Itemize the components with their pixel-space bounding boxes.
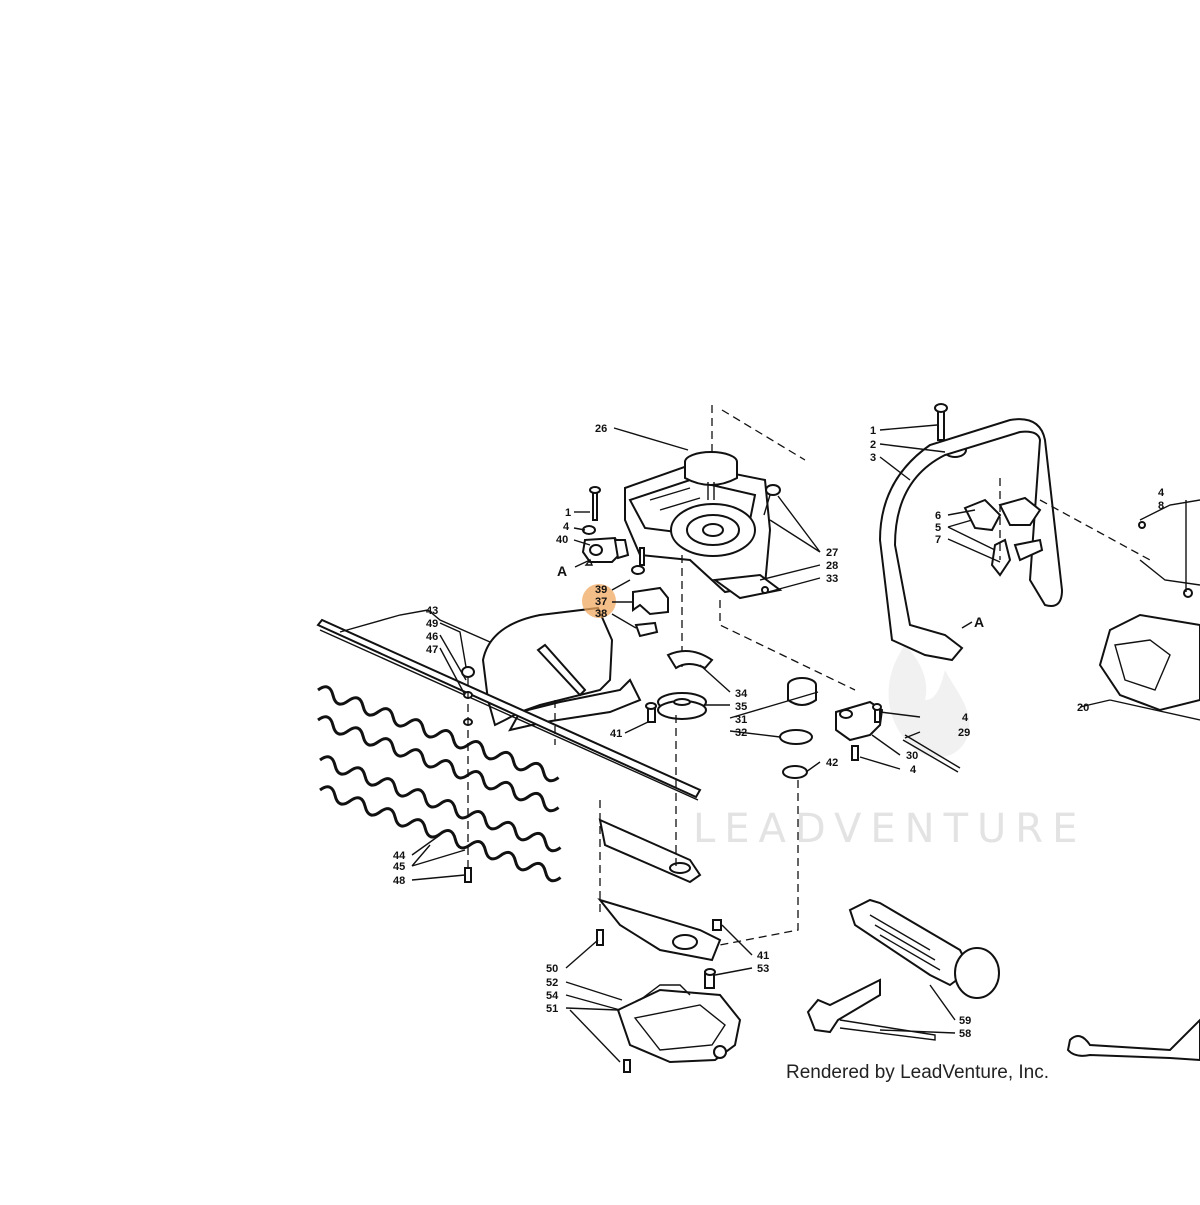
callout-34[interactable]: 34 [735, 688, 748, 700]
callout-labels: 26 1 4 40 A 39 37 38 27 28 33 43 49 46 4… [393, 423, 1165, 1040]
callout-41[interactable]: 41 [610, 728, 622, 740]
callout-48[interactable]: 48 [393, 875, 405, 887]
callout-20[interactable]: 20 [1077, 702, 1089, 714]
lower-gear-cover [596, 919, 742, 1073]
callout-52[interactable]: 52 [546, 977, 558, 989]
flame-logo-watermark [888, 645, 970, 758]
front-handle [878, 403, 1151, 662]
callout-30[interactable]: 30 [906, 750, 918, 762]
arrow-label-a-handle: A [974, 614, 984, 630]
callout-51[interactable]: 51 [546, 1003, 558, 1015]
callout-28[interactable]: 28 [826, 560, 838, 572]
watermark-text: LEADVENTURE [693, 806, 1086, 852]
callout-4-engine[interactable]: 4 [1158, 487, 1165, 499]
gear-housing [624, 405, 856, 691]
callout-43[interactable]: 43 [426, 605, 438, 617]
callout-42[interactable]: 42 [826, 757, 838, 769]
callout-5[interactable]: 5 [935, 522, 941, 534]
callout-35[interactable]: 35 [735, 701, 747, 713]
callout-59[interactable]: 59 [959, 1015, 971, 1027]
callout-46[interactable]: 46 [426, 631, 438, 643]
callout-4-lever-top[interactable]: 4 [962, 712, 969, 724]
gear-train [645, 650, 817, 946]
callout-4[interactable]: 4 [563, 521, 570, 533]
callout-1-handle[interactable]: 1 [870, 425, 876, 437]
left-clamp-parts [574, 486, 645, 575]
callout-7[interactable]: 7 [935, 534, 941, 546]
callout-49[interactable]: 49 [426, 618, 438, 630]
callout-32[interactable]: 32 [735, 727, 747, 739]
callout-41-lower[interactable]: 41 [757, 950, 769, 962]
callout-1[interactable]: 1 [565, 507, 571, 519]
callout-26[interactable]: 26 [595, 423, 607, 435]
blade-assembly [316, 618, 722, 962]
arrow-label-a: A [557, 563, 567, 579]
callout-44[interactable]: 44 [393, 850, 406, 862]
blade-cover [481, 584, 669, 732]
callout-3[interactable]: 3 [870, 452, 876, 464]
callout-37[interactable]: 37 [595, 596, 607, 608]
callout-27[interactable]: 27 [826, 547, 838, 559]
callout-4-lever-bottom[interactable]: 4 [910, 764, 917, 776]
callout-2[interactable]: 2 [870, 439, 876, 451]
callout-33[interactable]: 33 [826, 573, 838, 585]
callout-31[interactable]: 31 [735, 714, 747, 726]
leader-lines [339, 424, 1111, 1063]
callout-54[interactable]: 54 [546, 990, 559, 1002]
callout-47[interactable]: 47 [426, 644, 438, 656]
callout-58[interactable]: 58 [959, 1028, 971, 1040]
callout-53[interactable]: 53 [757, 963, 769, 975]
callout-38[interactable]: 38 [595, 608, 607, 620]
callout-45[interactable]: 45 [393, 861, 405, 873]
render-credit: Rendered by LeadVenture, Inc. [786, 1062, 1049, 1083]
callout-39[interactable]: 39 [595, 584, 607, 596]
callout-8[interactable]: 8 [1158, 500, 1164, 512]
highlight-marker[interactable] [582, 584, 616, 618]
tools [806, 898, 1200, 1062]
engine-housing [1098, 499, 1200, 721]
leadventure-watermark: LEADVENTURE [693, 645, 1086, 852]
callout-40[interactable]: 40 [556, 534, 568, 546]
callout-29[interactable]: 29 [958, 727, 970, 739]
callout-6[interactable]: 6 [935, 510, 941, 522]
throttle-lever [835, 700, 961, 773]
callout-50[interactable]: 50 [546, 963, 558, 975]
